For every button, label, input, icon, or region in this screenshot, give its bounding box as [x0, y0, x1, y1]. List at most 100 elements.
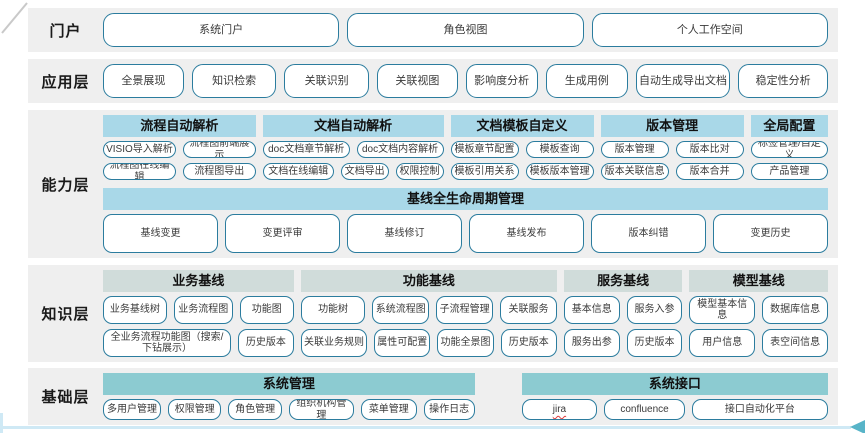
module-row: 全业务流程功能图（搜索/下钻展示）历史版本 [103, 329, 294, 357]
module-row: VISIO导入解析流程图前端展示 [103, 141, 256, 158]
module-box: 操作日志 [423, 399, 475, 420]
module-row: 模板引用关系模板版本管理 [450, 163, 594, 180]
module-box: 版本纠错 [591, 214, 706, 253]
layer-label: 门户 [49, 22, 82, 40]
module-box: 属性可配置 [374, 329, 431, 357]
group-rows: VISIO导入解析流程图前端展示流程图在线编辑 流程图导出 [103, 141, 256, 180]
module-box-label: 生成用例 [564, 74, 609, 87]
module-box-label: 关联视图 [395, 74, 440, 87]
module-box: 系统流程图 [372, 296, 430, 324]
module-row: 产品管理 [750, 163, 829, 180]
module-box: 系统门户 [103, 13, 340, 47]
module-box-label: 模板查询 [539, 143, 580, 155]
module-box: 基线变更 [103, 214, 218, 253]
module-box-label: 基线发布 [506, 227, 547, 239]
module-box: 接口自动化平台 [691, 399, 829, 420]
group-rows: doc文档章节解析 doc文档内容解析文档在线编辑文档导出权限控制 [262, 141, 444, 180]
module-box: 生成用例 [545, 64, 628, 98]
module-box: 标签管理/自定义 [750, 141, 829, 158]
module-box: 版本合并 [675, 163, 744, 180]
module-box: 多用户管理 [103, 399, 162, 420]
module-box: 菜单管理 [360, 399, 417, 420]
module-box: 全业务流程功能图（搜索/下钻展示） [103, 329, 232, 357]
module-row: 业务基线树业务流程图功能图 [103, 296, 294, 324]
layer-section: 全景展现知识检索关联识别关联视图影响度分析生成用例自动生成导出文档稳定性分析 [103, 64, 828, 98]
module-box-label: 影响度分析 [474, 74, 530, 87]
module-box: 模板章节配置 [450, 141, 519, 158]
module-box: 版本管理 [600, 141, 669, 158]
module-box: doc文档内容解析 [356, 141, 444, 158]
layer-section: 系统门户角色视图个人工作空间 [103, 13, 828, 47]
module-box-label: doc文档章节解析 [268, 143, 345, 155]
module-box-label: 属性可配置 [377, 337, 428, 349]
group-rows: 版本管理 版本比对版本关联信息版本合并 [600, 141, 744, 180]
module-box: 用户信息 [689, 329, 756, 357]
module-box-label: 关联识别 [304, 74, 349, 87]
module-box-label: 全景展现 [121, 74, 166, 87]
module-box: 基线发布 [469, 214, 584, 253]
module-box-label: 产品管理 [769, 165, 810, 177]
module-row: 服务出参历史版本 [563, 329, 683, 357]
module-group: 版本管理版本管理 版本比对版本关联信息版本合并 [600, 115, 744, 180]
module-box: 文档导出 [340, 163, 389, 180]
module-box-label: 系统流程图 [375, 304, 426, 316]
module-box-label: 全业务流程功能图（搜索/下钻展示） [110, 331, 224, 355]
module-box-label: 组织机构管理 [296, 399, 347, 420]
layer-label: 知识层 [41, 306, 90, 323]
module-box-label: 变更评审 [262, 227, 303, 239]
layer-band-knowledge: 知识层业务基线业务基线树业务流程图功能图全业务流程功能图（搜索/下钻展示）历史版… [28, 265, 838, 362]
module-group: 全局配置标签管理/自定义产品管理 [750, 115, 829, 180]
group-header: 业务基线 [103, 270, 294, 292]
left-accent-tick [0, 413, 3, 433]
group-rows: 功能树系统流程图子流程管理关联服务关联业务规则属性可配置功能全景图历史版本 [300, 296, 557, 357]
module-box-label: doc文档内容解析 [362, 143, 439, 155]
module-group: 系统门户角色视图个人工作空间 [103, 13, 828, 47]
module-box-label: 权限控制 [399, 165, 440, 177]
module-row: 版本关联信息版本合并 [600, 163, 744, 180]
layer-content: 业务基线业务基线树业务流程图功能图全业务流程功能图（搜索/下钻展示）历史版本功能… [103, 265, 838, 362]
module-box: 业务基线树 [103, 296, 167, 324]
group-rows: 基线变更变更评审基线修订基线发布版本纠错变更历史 [103, 214, 828, 253]
group-rows: 全景展现知识检索关联识别关联视图影响度分析生成用例自动生成导出文档稳定性分析 [103, 64, 828, 98]
module-box-label: 基线变更 [140, 227, 181, 239]
module-row: 全景展现知识检索关联识别关联视图影响度分析生成用例自动生成导出文档稳定性分析 [103, 64, 828, 98]
module-box: 全景展现 [103, 64, 184, 98]
group-header: 文档自动解析 [262, 115, 444, 137]
module-box: 关联视图 [376, 64, 458, 98]
module-box: 历史版本 [500, 329, 557, 357]
module-row: 模板章节配置 模板查询 [450, 141, 594, 158]
module-row: 标签管理/自定义 [750, 141, 829, 158]
group-rows: 模型基本信息数据库信息用户信息表空间信息 [689, 296, 828, 357]
module-box-label: 流程图在线编辑 [109, 163, 170, 180]
module-box-label: 稳定性分析 [755, 74, 811, 87]
module-box: 关联业务规则 [300, 329, 368, 357]
module-box: 权限控制 [395, 163, 444, 180]
module-group: 服务基线基本信息服务入参服务出参历史版本 [563, 270, 683, 357]
module-box-label: 功能树 [318, 304, 349, 316]
module-box: 角色管理 [228, 399, 282, 420]
module-box-label: 标签管理/自定义 [757, 141, 821, 158]
module-box-label: 版本比对 [689, 143, 730, 155]
module-box-label: 流程图导出 [194, 165, 245, 177]
module-row: 文档在线编辑文档导出权限控制 [262, 163, 444, 180]
module-group: 系统管理多用户管理权限管理角色管理组织机构管理菜单管理操作日志 [103, 373, 475, 420]
module-box-label: 操作日志 [429, 403, 470, 415]
module-row: 关联业务规则属性可配置功能全景图历史版本 [300, 329, 557, 357]
module-row: 基线变更变更评审基线修订基线发布版本纠错变更历史 [103, 214, 828, 253]
group-header: 全局配置 [750, 115, 829, 137]
group-rows: 多用户管理权限管理 角色管理组织机构管理菜单管理操作日志 [103, 399, 475, 420]
module-box: 历史版本 [626, 329, 683, 357]
module-box: 基线修订 [347, 214, 462, 253]
module-box-label: 版本纠错 [628, 227, 669, 239]
module-box-label: 权限管理 [174, 403, 215, 415]
module-box: 表空间信息 [762, 329, 828, 357]
module-row: 多用户管理权限管理 角色管理组织机构管理菜单管理操作日志 [103, 399, 475, 420]
module-box-label: 系统门户 [199, 23, 244, 36]
module-group: 文档模板自定义模板章节配置模板查询模板引用关系模板版本管理 [450, 115, 594, 180]
